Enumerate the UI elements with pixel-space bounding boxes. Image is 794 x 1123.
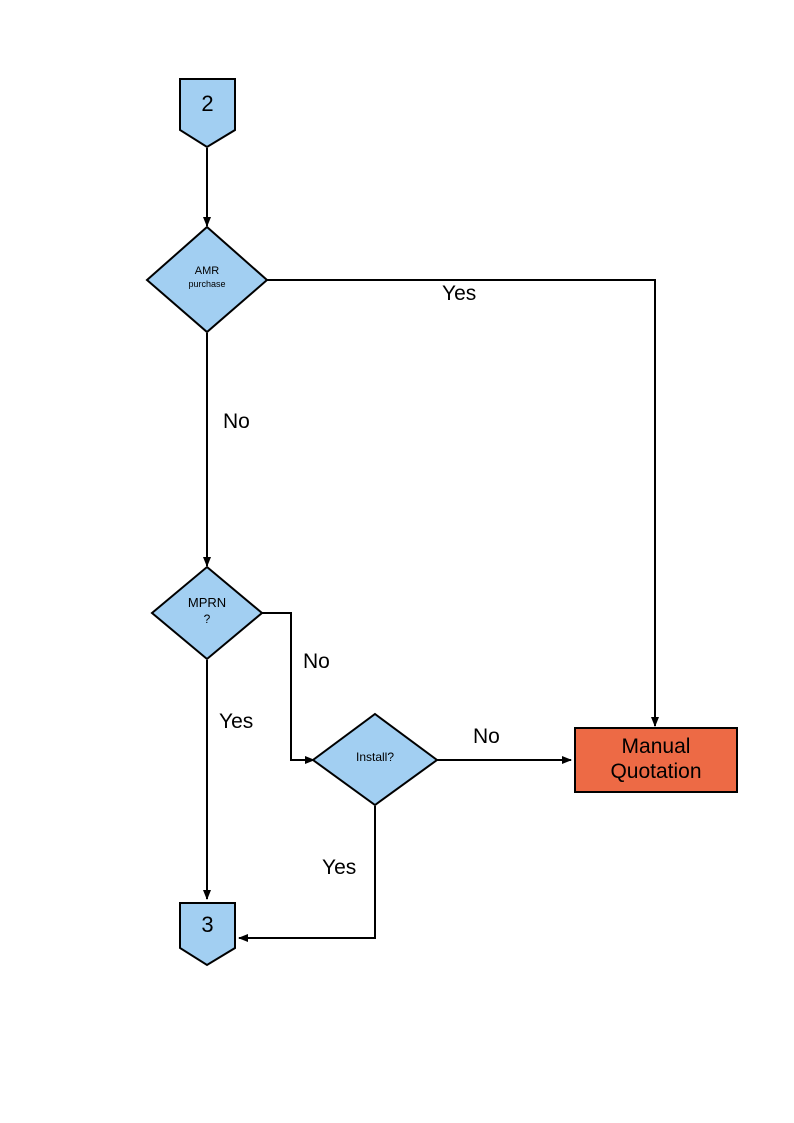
edge-install-yes (238, 806, 376, 942)
edge-mprn-no (262, 612, 315, 764)
edge-label-install-yes: Yes (322, 856, 357, 879)
edge-amr-yes (267, 279, 659, 727)
node-mprn[interactable] (150, 565, 264, 661)
node-end-3[interactable] (179, 902, 236, 967)
edge-label-amr-yes: Yes (442, 282, 477, 305)
node-install[interactable] (311, 712, 439, 807)
edge-label-mprn-yes: Yes (219, 710, 254, 733)
node-start-2[interactable] (179, 78, 236, 149)
edge-label-install-no: No (473, 725, 500, 748)
node-amr-purchase[interactable] (145, 225, 269, 334)
edge-label-mprn-no: No (303, 650, 330, 673)
node-manual-quotation[interactable] (574, 727, 738, 793)
edge-label-amr-no: No (223, 410, 250, 433)
